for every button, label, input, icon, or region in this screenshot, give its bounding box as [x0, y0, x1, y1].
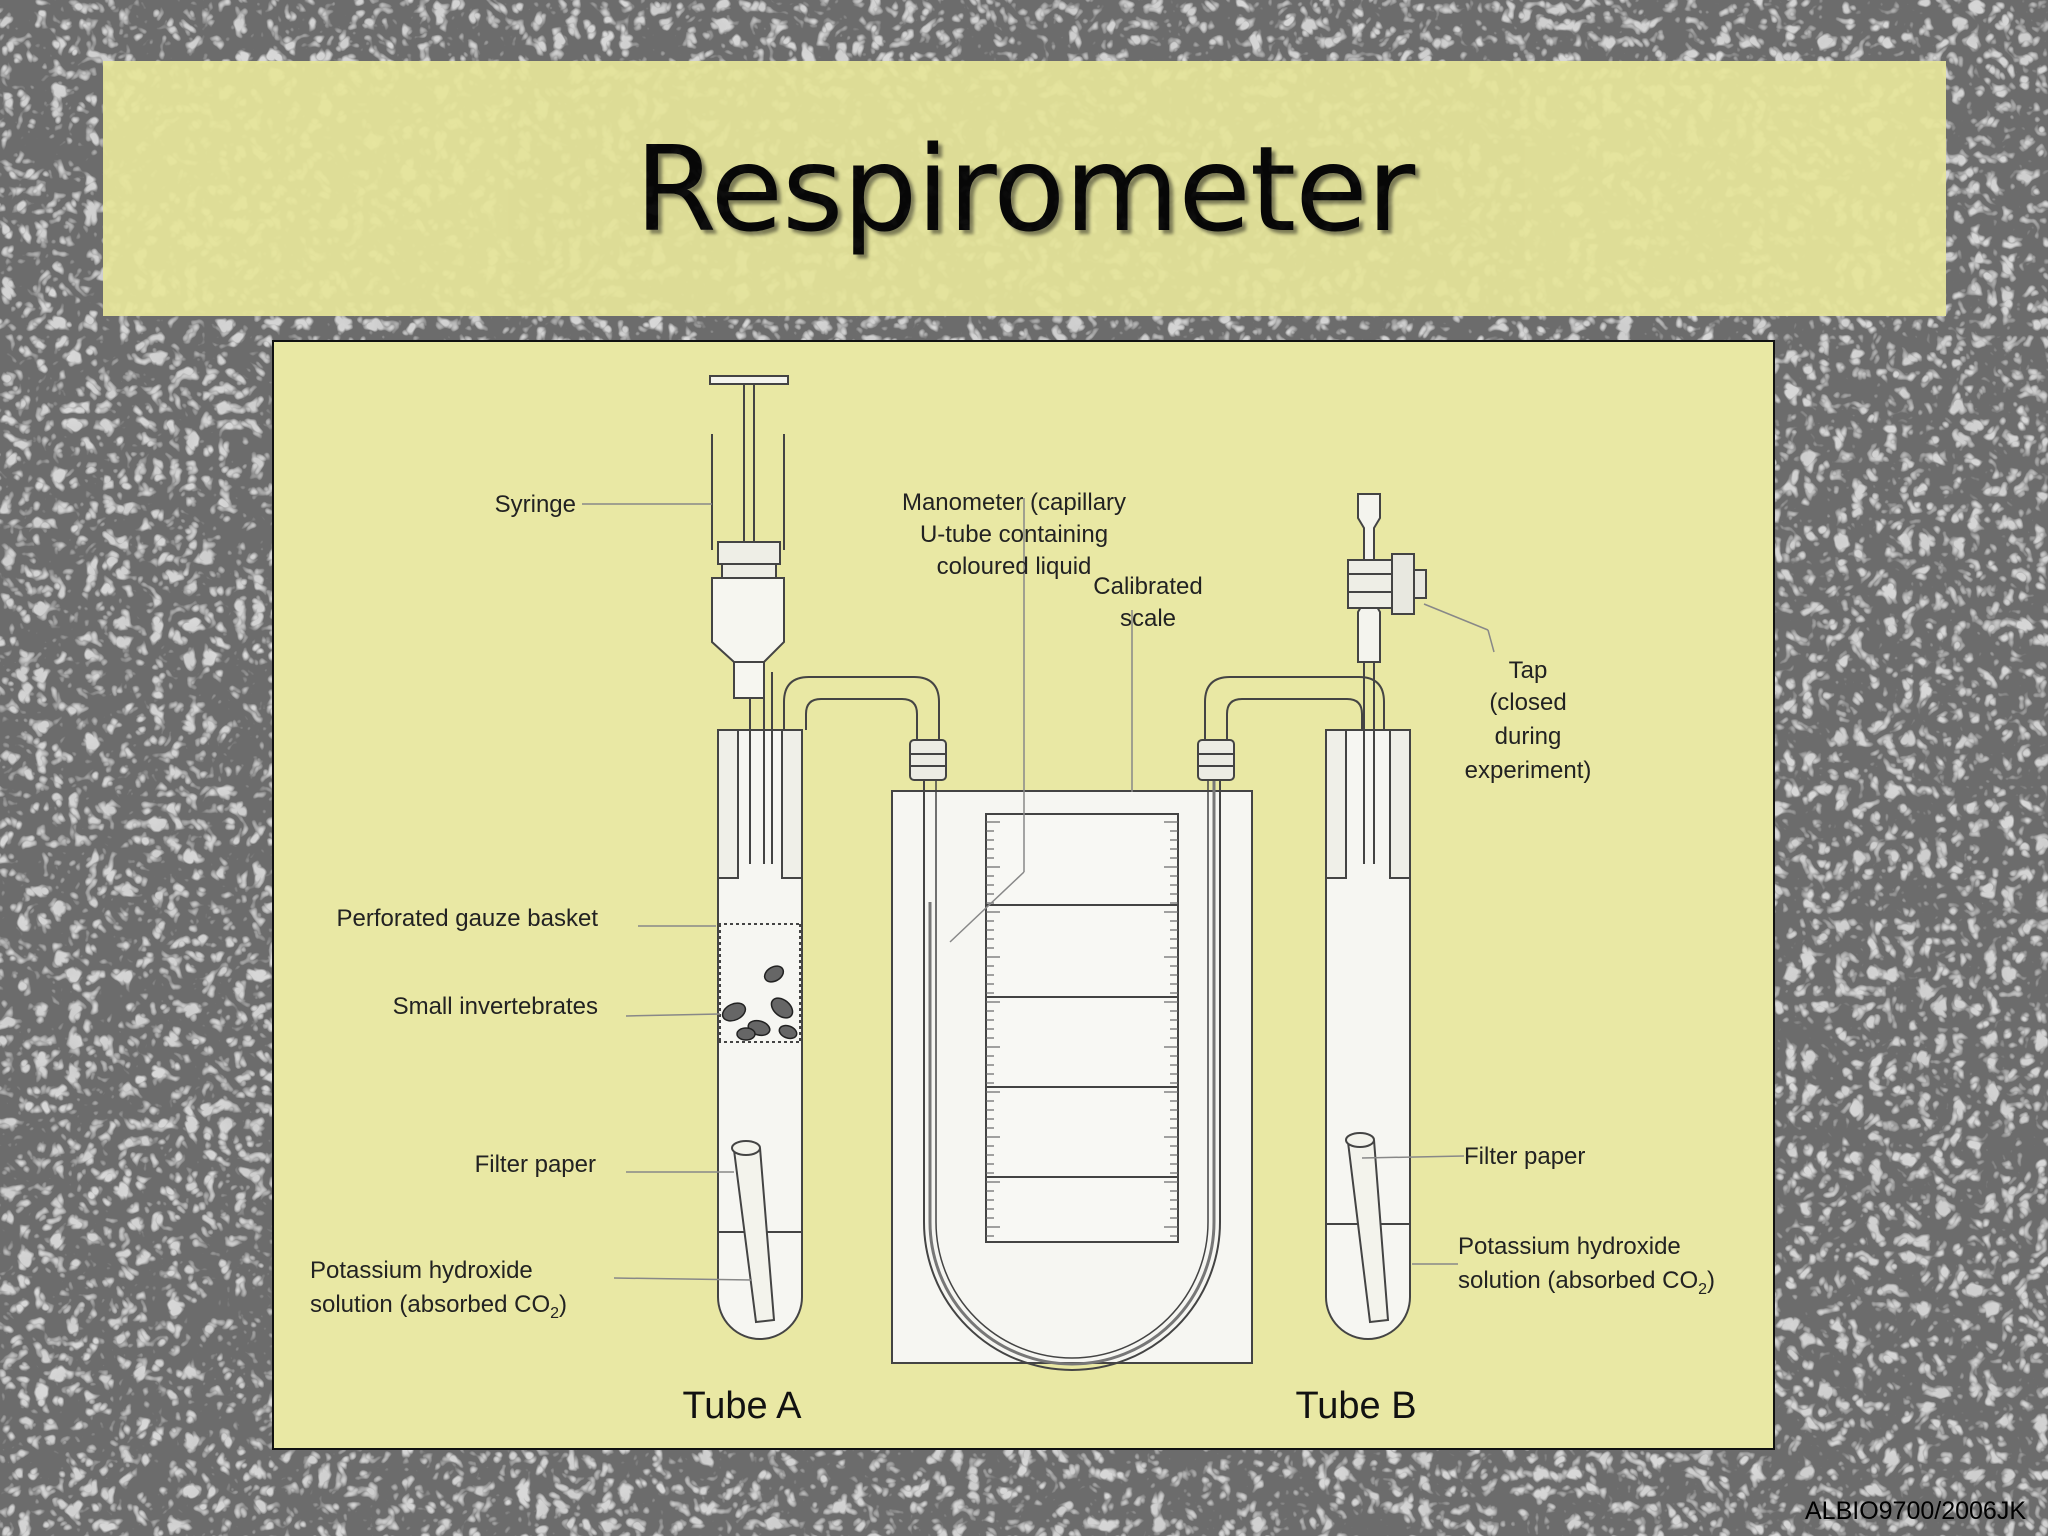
scale-ticks	[986, 821, 1178, 1237]
label-tube-b: Tube B	[1295, 1385, 1416, 1427]
manometer-board	[891, 790, 1253, 1364]
invertebrates-icon	[721, 965, 798, 1041]
label-scale-2: scale	[1120, 605, 1176, 632]
label-koh-a-1: Potassium hydroxide	[310, 1257, 533, 1284]
respirometer-diagram: Syringe Manometer (capillary U-tube cont…	[310, 375, 1715, 1427]
label-scale-1: Calibrated	[1093, 573, 1202, 600]
label-filter-paper-b: Filter paper	[1464, 1143, 1585, 1170]
label-gauze-basket: Perforated gauze basket	[336, 905, 598, 932]
label-koh-b-1: Potassium hydroxide	[1458, 1233, 1681, 1260]
title-band: Respirometer	[103, 61, 1946, 316]
connecting-tube-a	[783, 676, 947, 781]
label-manometer-3: coloured liquid	[937, 553, 1092, 580]
label-manometer-2: U-tube containing	[920, 521, 1108, 548]
slide-credit: ALBIO9700/2006JK	[1805, 1497, 2026, 1525]
label-tap-2: (closed	[1489, 689, 1566, 716]
tube-b	[1325, 662, 1411, 1340]
connecting-tube-b	[1197, 676, 1385, 781]
label-invertebrates: Small invertebrates	[393, 993, 598, 1020]
diagram-panel: Syringe Manometer (capillary U-tube cont…	[272, 340, 1775, 1450]
label-manometer-1: Manometer (capillary	[902, 489, 1126, 516]
tap-icon	[1347, 493, 1427, 663]
manometer-u-tube	[923, 780, 1221, 1371]
label-tube-a: Tube A	[682, 1385, 802, 1427]
label-koh-a-2: solution (absorbed CO2)	[310, 1291, 567, 1322]
label-tap-1: Tap	[1509, 657, 1548, 684]
label-syringe: Syringe	[495, 491, 576, 518]
leader-lines	[582, 498, 1495, 1281]
label-koh-b-2: solution (absorbed CO2)	[1458, 1267, 1715, 1298]
slide-title: Respirometer	[634, 119, 1416, 258]
label-tap-4: experiment)	[1465, 757, 1592, 784]
label-filter-paper-a: Filter paper	[475, 1151, 596, 1178]
syringe-icon	[709, 375, 789, 699]
label-tap-3: during	[1495, 723, 1562, 750]
